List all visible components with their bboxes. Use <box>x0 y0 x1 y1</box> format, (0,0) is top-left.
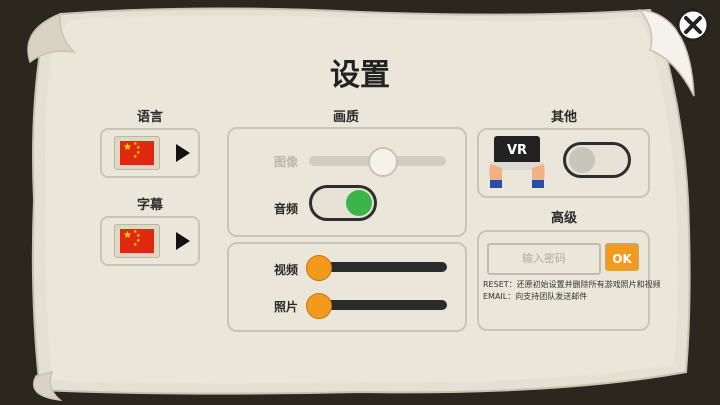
close-icon <box>676 8 710 42</box>
email-note[interactable]: EMAIL：向支持团队发送邮件 <box>483 292 588 301</box>
video-label: 视频 <box>274 263 299 277</box>
next-arrow-icon[interactable] <box>176 144 190 162</box>
media-panel <box>227 242 467 332</box>
subtitles-selector[interactable]: ★ ★ ★ ★ ★ <box>100 216 200 266</box>
language-label: 语言 <box>136 110 163 125</box>
flag-frame: ★ ★ ★ ★ ★ <box>114 136 160 170</box>
other-label: 其他 <box>550 110 577 125</box>
password-input[interactable]: 输入密码 <box>487 243 601 275</box>
china-flag-icon: ★ ★ ★ ★ ★ <box>120 229 154 253</box>
page-title: 设置 <box>330 58 390 93</box>
reset-note[interactable]: RESET：还原初始设置并删除所有游戏照片和视频 <box>483 280 661 289</box>
video-slider[interactable] <box>325 262 447 272</box>
audio-label: 音频 <box>274 202 299 216</box>
vr-toggle[interactable] <box>563 142 631 178</box>
image-label: 图像 <box>274 155 299 169</box>
photo-slider-knob[interactable] <box>306 293 332 319</box>
vr-label: VR <box>506 143 528 158</box>
photo-slider[interactable] <box>325 300 447 310</box>
flag-frame: ★ ★ ★ ★ ★ <box>114 224 160 258</box>
china-flag-icon: ★ ★ ★ ★ ★ <box>120 141 154 165</box>
quality-label: 画质 <box>332 110 359 125</box>
video-slider-knob[interactable] <box>306 255 332 281</box>
image-slider-knob[interactable] <box>368 147 399 177</box>
advanced-label: 高级 <box>550 211 577 226</box>
toggle-knob <box>569 147 595 173</box>
audio-toggle[interactable] <box>309 185 377 221</box>
language-selector[interactable]: ★ ★ ★ ★ ★ <box>100 128 200 178</box>
vr-headset-icon <box>489 136 545 188</box>
next-arrow-icon[interactable] <box>176 232 190 250</box>
subtitles-label: 字幕 <box>136 198 163 213</box>
photo-label: 照片 <box>274 300 299 314</box>
close-button[interactable] <box>674 6 712 44</box>
ok-button[interactable]: OK <box>605 243 639 271</box>
toggle-knob <box>346 190 372 216</box>
